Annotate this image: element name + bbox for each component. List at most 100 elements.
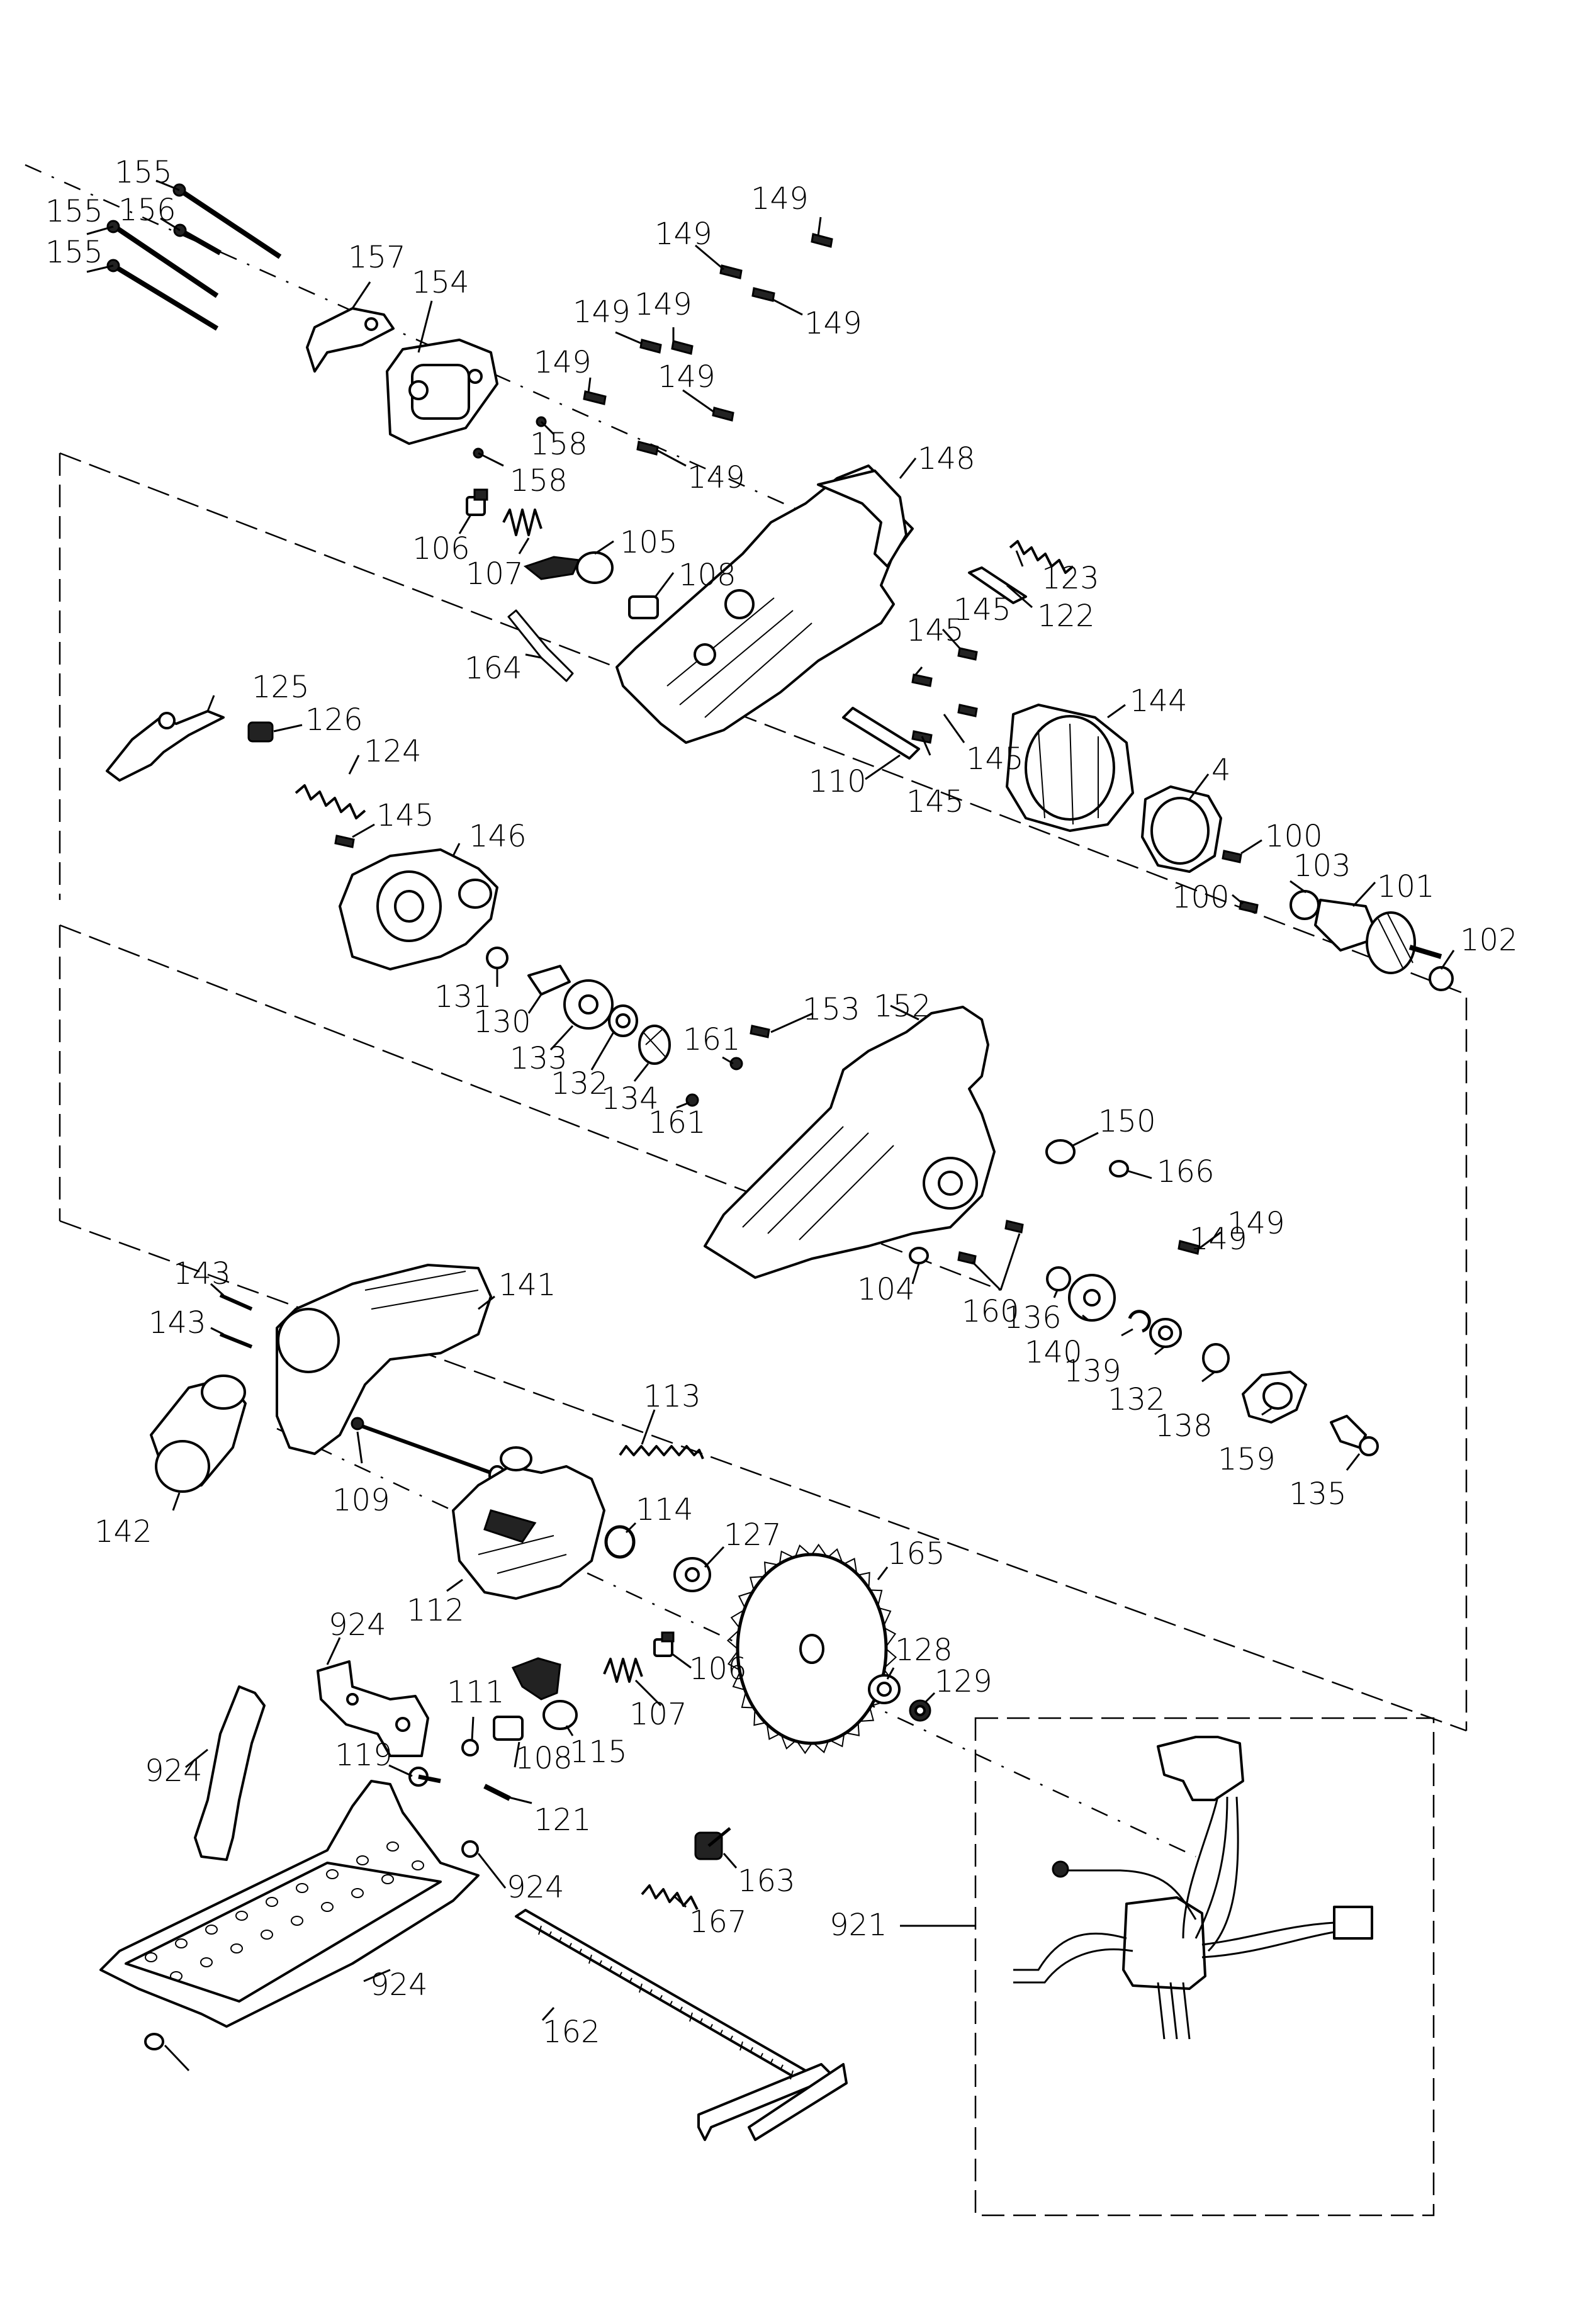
pin-122 <box>968 566 1027 604</box>
blade-tooth <box>870 1589 883 1606</box>
washer-111 <box>461 1739 479 1757</box>
callout-label: 158 <box>530 427 588 462</box>
motor-field-144 <box>1006 704 1134 832</box>
assembly-axis-lines <box>25 164 1468 2217</box>
callout-label: 106 <box>689 1651 747 1687</box>
bracket-924-top <box>317 1660 429 1757</box>
blade-tooth <box>749 1576 765 1590</box>
fence-scale-tick <box>669 2001 673 2007</box>
callout-label: 148 <box>918 441 975 476</box>
blade-tooth <box>741 1692 754 1709</box>
screws-149 <box>583 233 1200 1255</box>
callout-label: 129 <box>935 1664 992 1699</box>
callout-label: 106 <box>412 531 470 566</box>
base-plate-hole <box>235 1911 248 1921</box>
callout-label: 145 <box>966 741 1024 777</box>
spring-107-top <box>502 509 542 536</box>
blade-tooth <box>764 1561 778 1575</box>
callout-label: 114 <box>636 1492 694 1527</box>
callout-label: 149 <box>634 287 692 322</box>
callout-label: 107 <box>466 556 524 592</box>
fence-scale-tick <box>659 1994 663 2001</box>
blade-bolt-129 <box>909 1699 931 1722</box>
callout-label: 924 <box>507 1870 565 1905</box>
callout-label: 138 <box>1155 1408 1213 1444</box>
callout-label: 132 <box>1108 1382 1166 1417</box>
saw-blade-165 <box>726 1543 897 1755</box>
fence-scale-tick <box>639 1983 643 1993</box>
callout-label: 149 <box>687 460 745 495</box>
blade-tooth <box>732 1672 745 1691</box>
washer-166 <box>1109 1160 1129 1178</box>
callout-label: 140 <box>1025 1335 1082 1370</box>
base-plate-hole <box>386 1841 399 1852</box>
callout-label: 144 <box>1130 683 1188 719</box>
callout-label: 136 <box>1004 1300 1062 1335</box>
base-plate-hole <box>291 1916 303 1926</box>
callout-label: 166 <box>1157 1154 1215 1189</box>
lever-115 <box>511 1657 578 1730</box>
callout-label: 102 <box>1460 923 1518 958</box>
fence-scale-tick <box>709 2023 713 2030</box>
callout-label: 134 <box>601 1081 659 1116</box>
wiring-harness-921 <box>1013 1736 1373 2040</box>
callout-label: 924 <box>370 1967 428 2003</box>
fence-scale-tick <box>548 1931 552 1937</box>
dust-nozzle-142 <box>150 1374 247 1493</box>
pivot-pin-119 <box>408 1767 441 1787</box>
blade-tooth <box>811 1543 828 1557</box>
callout-label: 122 <box>1037 599 1095 634</box>
spring-113 <box>619 1445 704 1459</box>
callout-label: 100 <box>1172 880 1230 915</box>
base-plate-hole <box>205 1925 218 1935</box>
callout-label: 131 <box>434 979 492 1015</box>
bracket-157 <box>306 307 395 373</box>
callout-label: 104 <box>857 1272 915 1307</box>
knob-106-top <box>466 488 488 516</box>
callout-label: 107 <box>629 1697 687 1732</box>
blade-tooth <box>828 1548 843 1563</box>
lever-105 <box>523 551 614 584</box>
spindle-135 <box>1330 1415 1379 1456</box>
fence-scale-tick <box>780 2064 784 2071</box>
callout-label: 132 <box>551 1066 609 1101</box>
callout-label: 149 <box>534 345 592 380</box>
callout-label: 113 <box>643 1379 701 1414</box>
callout-label: 115 <box>570 1734 627 1770</box>
callout-label: 149 <box>751 181 809 216</box>
callout-label: 924 <box>329 1607 386 1643</box>
fence-scale-tick <box>578 1948 582 1955</box>
callout-label: 141 <box>498 1268 556 1303</box>
blade-tooth <box>884 1627 897 1647</box>
callout-label: 4 <box>1211 753 1231 788</box>
base-plate-hole <box>261 1930 273 1940</box>
fence-scale-tick <box>619 1972 622 1978</box>
bearing-136 <box>1046 1266 1071 1291</box>
lower-guard-112 <box>452 1446 605 1600</box>
callout-label: 121 <box>534 1802 592 1838</box>
callout-label: 143 <box>149 1305 206 1341</box>
callout-label: 111 <box>447 1675 505 1710</box>
bushing-108-top <box>628 595 659 619</box>
end-plate-154 <box>386 339 498 445</box>
blade-tooth <box>884 1648 897 1668</box>
blade-tooth <box>859 1707 875 1722</box>
base-plate-hole <box>175 1938 188 1948</box>
fence-scale-tick <box>739 2041 743 2051</box>
block-126 <box>247 721 274 743</box>
blade-tooth <box>813 1740 829 1753</box>
callout-label: 145 <box>906 784 964 819</box>
fence-scale-tick <box>689 2012 693 2022</box>
base-plate-hole <box>321 1902 334 1912</box>
blade-tooth <box>726 1629 740 1650</box>
blade-tooth <box>766 1724 780 1740</box>
base-plate-hole <box>381 1874 394 1884</box>
outer-flange-128 <box>868 1674 901 1704</box>
bearing-131 <box>486 947 509 969</box>
pins-143 <box>219 1293 253 1349</box>
fence-scale-tick <box>770 2059 773 2065</box>
ring-114 <box>604 1525 636 1559</box>
washer-104 <box>909 1247 929 1264</box>
armature-101 <box>1290 890 1454 991</box>
screws-160 <box>957 1220 1024 1265</box>
